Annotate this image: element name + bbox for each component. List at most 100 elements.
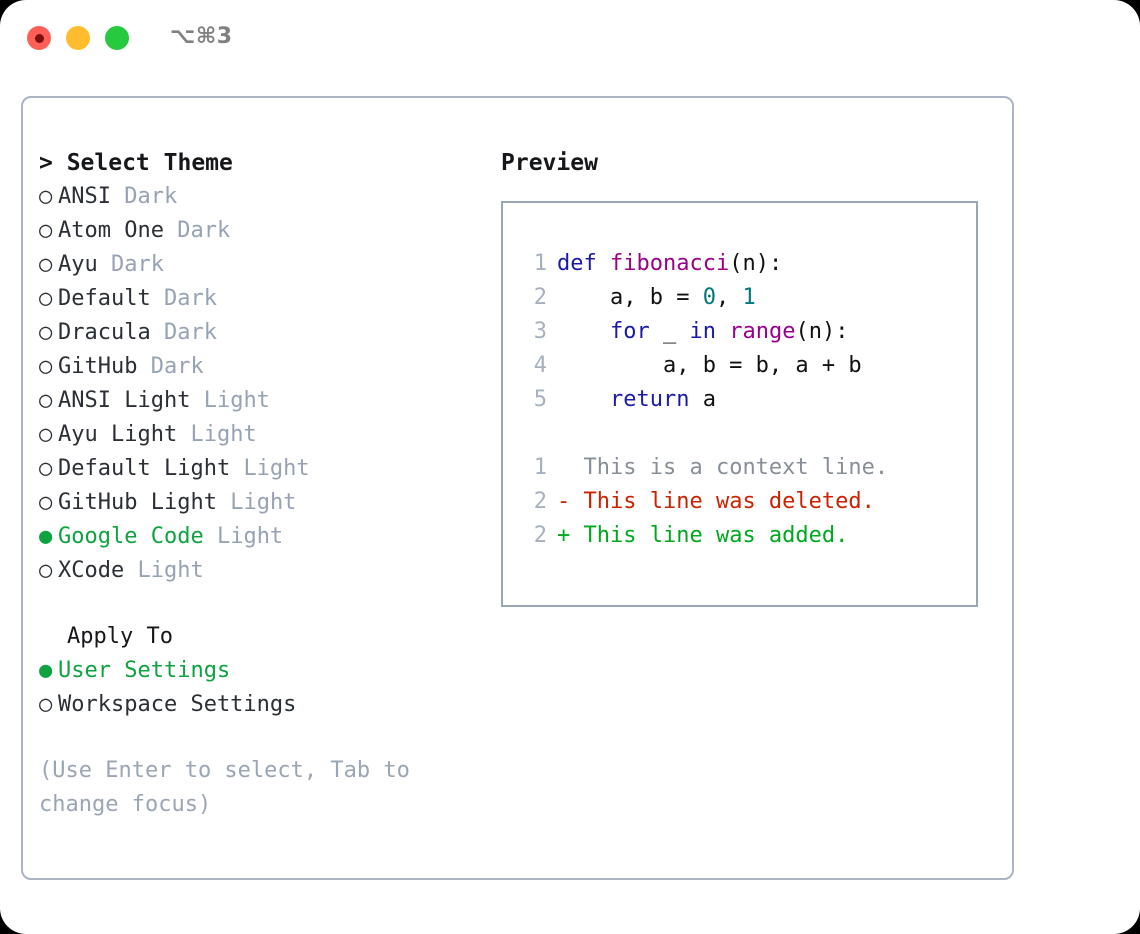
main-panel: > Select Theme ○ANSI Dark○Atom One Dark○… [21,96,1014,880]
code-token-fn: fibonacci [609,251,730,276]
code-token-kw: for [609,319,650,344]
theme-option-label: Ayu [58,252,98,277]
code-token-pl: , [715,285,743,310]
code-token-pl [716,319,729,344]
line-number: 4 [533,353,547,378]
code-token-pl: a, b = [557,285,703,310]
line-number: 5 [533,387,547,412]
theme-option-default[interactable]: ○Default Dark [39,282,479,316]
radio-unselected-icon: ○ [39,320,53,345]
theme-option-ayu[interactable]: ○Ayu Dark [39,248,479,282]
theme-option-label: Atom One [58,218,164,243]
theme-selection-column: > Select Theme ○ANSI Dark○Atom One Dark○… [39,146,479,822]
diff-text: This line was deleted. [583,489,875,514]
theme-option-label: Default Light [58,456,231,481]
keyboard-shortcut-label: ⌥⌘3 [170,24,233,49]
radio-unselected-icon: ○ [39,692,53,717]
code-token-num: 0 [702,285,716,310]
theme-option-label: ANSI Light [58,388,191,413]
theme-option-ansi-light[interactable]: ○ANSI Light Light [39,384,479,418]
theme-option-google-code[interactable]: ●Google Code Light [39,520,479,554]
diff-marker [557,455,570,480]
theme-variant-tag: Light [137,558,204,583]
code-token-num: 1 [742,285,756,310]
theme-variant-tag: Dark [177,218,231,243]
theme-variant-tag: Light [243,456,310,481]
code-token-pl [557,319,610,344]
theme-option-atom-one[interactable]: ○Atom One Dark [39,214,479,248]
theme-option-label: XCode [58,558,125,583]
select-theme-header: > Select Theme [39,150,233,176]
radio-unselected-icon: ○ [39,252,53,277]
line-number: 2 [533,489,547,514]
diff-marker: + [557,523,571,548]
theme-variant-tag: Light [216,524,284,549]
radio-unselected-icon: ○ [39,456,53,481]
radio-unselected-icon: ○ [39,490,53,515]
theme-variant-tag: Dark [163,320,217,345]
maximize-button-icon[interactable] [105,26,129,50]
code-token-pl: _ [649,319,690,344]
code-line: 4 a, b = b, a + b [521,349,976,383]
traffic-light-group [27,26,129,50]
diff-marker: - [557,489,571,514]
diff-line-added: 2 + This line was added. [521,519,976,553]
preview-header: Preview [501,150,598,176]
theme-option-ayu-light[interactable]: ○Ayu Light Light [39,418,479,452]
radio-selected-icon: ● [39,658,53,683]
code-token-kw: def [557,251,610,276]
theme-option-label: Ayu Light [58,422,178,447]
theme-option-label: Dracula [58,320,151,345]
code-token-kw: return [609,387,690,412]
theme-variant-tag: Light [190,422,257,447]
code-token-pl: (n): [729,251,783,276]
theme-option-xcode[interactable]: ○XCode Light [39,554,479,588]
apply-to-option-label: User Settings [58,658,231,683]
theme-option-github-light[interactable]: ○GitHub Light Light [39,486,479,520]
title-bar: ⌥⌘3 [0,0,1140,78]
code-diff-separator [521,417,976,451]
theme-option-dracula[interactable]: ○Dracula Dark [39,316,479,350]
line-number: 3 [533,319,547,344]
code-token-fn: range [729,319,796,344]
theme-option-label: Google Code [58,524,204,549]
radio-unselected-icon: ○ [39,286,53,311]
radio-unselected-icon: ○ [39,354,53,379]
code-token-kw: in [689,319,716,344]
close-button-icon[interactable] [27,26,51,50]
theme-option-label: Default [58,286,151,311]
diff-text: This line was added. [583,523,849,548]
line-number: 2 [533,523,547,548]
minimize-button-icon[interactable] [66,26,90,50]
theme-variant-tag: Dark [150,354,204,379]
radio-unselected-icon: ○ [39,184,53,209]
theme-variant-tag: Light [203,388,270,413]
radio-unselected-icon: ○ [39,388,53,413]
apply-to-option-user-settings[interactable]: ●User Settings [39,654,479,688]
theme-variant-tag: Light [230,490,297,515]
line-number: 2 [533,285,547,310]
theme-option-github[interactable]: ○GitHub Dark [39,350,479,384]
theme-option-label: GitHub [58,354,138,379]
apply-to-option-list: ●User Settings○Workspace Settings [39,654,479,722]
radio-unselected-icon: ○ [39,218,53,243]
theme-option-label: GitHub Light [58,490,217,515]
theme-option-ansi[interactable]: ○ANSI Dark [39,180,479,214]
apply-to-option-label: Workspace Settings [58,692,297,717]
theme-option-default-light[interactable]: ○Default Light Light [39,452,479,486]
code-token-pl: a [689,387,716,412]
theme-option-list: ○ANSI Dark○Atom One Dark○Ayu Dark○Defaul… [39,180,479,588]
apply-to-option-workspace-settings[interactable]: ○Workspace Settings [39,688,479,722]
code-token-pl: (n): [795,319,849,344]
code-line: 5 return a [521,383,976,417]
diff-line-deleted: 2- This line was deleted. [521,485,976,519]
line-number: 1 [533,455,547,480]
diff-text: This is a context line. [583,455,889,480]
theme-variant-tag: Dark [163,286,217,311]
code-line: 3 for _ in range(n): [521,315,976,349]
